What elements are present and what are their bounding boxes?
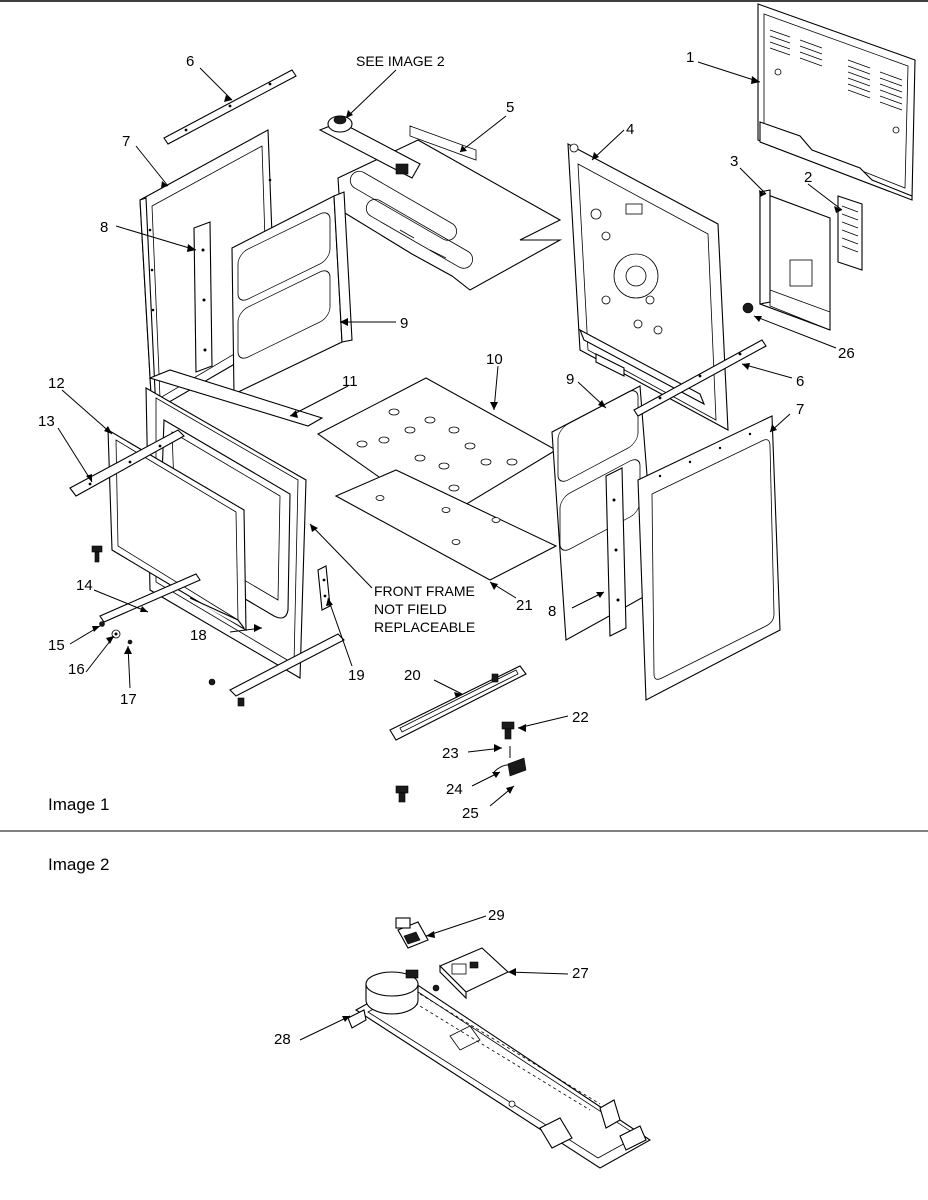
part-2-vent-plate [837,195,863,271]
callout-13: 13 [38,413,55,430]
callouts-image-2: 29 27 28 [274,907,589,1048]
callout-2: 2 [804,169,812,186]
callout-3: 3 [730,153,738,170]
part-27-control-board [432,947,509,1000]
lower-rail [208,633,345,707]
callout-8-right: 8 [548,603,556,620]
part-15-screw [99,621,105,627]
callout-26: 26 [838,345,855,362]
part-29-switch [395,917,429,949]
part-20-drawer-rail [389,665,527,741]
loose-screw [91,545,103,563]
callout-14: 14 [76,577,93,594]
callout-6-top: 6 [186,53,194,70]
callout-19: 19 [348,667,365,684]
caption-image-2: Image 2 [48,855,109,874]
callout-16: 16 [68,661,85,678]
part-26-clip [742,302,754,314]
part-8-right-channel [605,467,627,637]
callout-17: 17 [120,691,137,708]
callout-4: 4 [626,121,634,138]
part-21-lower-pan [334,469,558,581]
part-6-top-rail [163,69,297,145]
callouts-image-1: 1 2 3 4 5 6 7 8 9 26 6 7 10 11 9 12 13 1… [38,49,855,822]
part-4-side-wall [567,143,729,431]
callout-18: 18 [190,627,207,644]
part-1-rear-panel [757,3,916,201]
callout-7-right: 7 [796,401,804,418]
callout-23: 23 [442,745,459,762]
leader-lines [57,61,843,807]
callout-27: 27 [572,965,589,982]
part-9-left-panel [231,191,353,395]
part-14-bottom-rail [99,573,201,623]
arrowheads-image-2 [342,931,516,1022]
callout-5: 5 [506,99,514,116]
callout-20: 20 [404,667,421,684]
callout-10: 10 [486,351,503,368]
part-5-top-plate [337,125,563,291]
part-8-left-channel [193,221,213,373]
callout-25: 25 [462,805,479,822]
callout-29: 29 [488,907,505,924]
callout-28: 28 [274,1031,291,1048]
callout-22: 22 [572,709,589,726]
part-13-rail [69,429,185,497]
part-28-bracket [347,979,652,1169]
part-19-hinge-bracket [317,565,331,611]
part-18-hinge-rod [189,597,245,629]
callout-24: 24 [446,781,463,798]
callout-12: 12 [48,375,65,392]
part-7-right-side-frame [637,415,781,701]
callout-6-right: 6 [796,373,804,390]
part-3-rear-cover [759,189,831,331]
note-front-frame-line-3: REPLACEABLE [374,619,475,635]
callout-9-right: 9 [566,371,574,388]
callout-7-left: 7 [122,133,130,150]
arrowheads [86,76,842,794]
see-image-2-assembly [318,115,421,179]
caption-image-1: Image 1 [48,795,109,814]
thermostat-dome [365,969,419,1015]
callout-21: 21 [516,597,533,614]
callout-15: 15 [48,637,65,654]
callout-8-left: 8 [100,219,108,236]
part-25-clip [507,757,527,777]
note-see-image-2: SEE IMAGE 2 [356,53,445,69]
callout-1: 1 [686,49,694,66]
part-11-rail [148,369,324,427]
callout-11: 11 [342,373,358,390]
loose-screw-bottom [395,785,409,803]
part-17-screw [127,639,133,645]
note-front-frame-line-1: FRONT FRAME [374,583,475,599]
callout-9-left: 9 [400,315,408,332]
part-6-right-rail [633,339,767,417]
note-front-frame-line-2: NOT FIELD [374,601,447,617]
part-22-screw [501,721,515,740]
leader-lines-image-2 [299,915,569,1041]
